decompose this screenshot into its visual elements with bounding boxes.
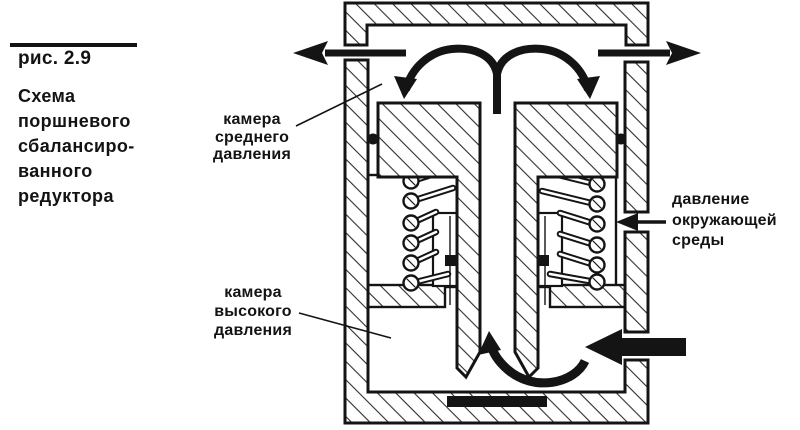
label-line: давления	[213, 146, 291, 163]
label-line: среды	[672, 232, 725, 249]
figure-title-line: поршневого	[18, 111, 131, 131]
seal-dot-left	[367, 133, 379, 145]
figure-title-line: ванного	[18, 161, 93, 181]
figure-number: рис. 2.9	[18, 48, 92, 69]
label-line: камера	[224, 284, 282, 301]
outlet-arrow-left	[293, 41, 406, 65]
label-ambient-pressure: давление окружающей среды	[672, 190, 777, 252]
flow-arrows-top	[394, 44, 600, 114]
figure-title-line: сбалансиро-	[18, 136, 135, 156]
regulator-body	[343, 58, 650, 425]
balancing-stem-left	[445, 216, 456, 305]
label-line: давление	[672, 191, 750, 208]
ambient-vent-arrow	[616, 213, 666, 231]
label-high-pressure-chamber: камера высокого давления	[195, 283, 311, 340]
label-line: давления	[214, 322, 292, 339]
balancing-stem-right	[538, 216, 549, 305]
valve-seat	[447, 396, 547, 407]
figure-title-line: Схема	[18, 86, 76, 106]
spring-seat-right	[548, 283, 627, 309]
caption-rule	[10, 43, 137, 47]
label-line: камера	[223, 111, 281, 128]
label-line: высокого	[214, 303, 292, 320]
figure-title-line: редуктора	[18, 186, 114, 206]
piston-left	[376, 101, 482, 380]
leader-line-medium-chamber	[295, 83, 383, 127]
piston-right	[513, 101, 619, 380]
inlet-arrow	[585, 329, 686, 365]
leader-line-high-chamber	[298, 312, 392, 339]
label-line: среднего	[214, 128, 290, 146]
outlet-arrow-right	[598, 41, 701, 65]
figure-title: Схема поршневого сбалансиро- ванного ред…	[18, 84, 135, 209]
label-line: окружающей	[672, 211, 777, 229]
body-cap	[343, 1, 650, 47]
label-medium-pressure-chamber: камера среднего давления	[194, 111, 310, 164]
flow-arrow-bottom	[478, 331, 590, 388]
